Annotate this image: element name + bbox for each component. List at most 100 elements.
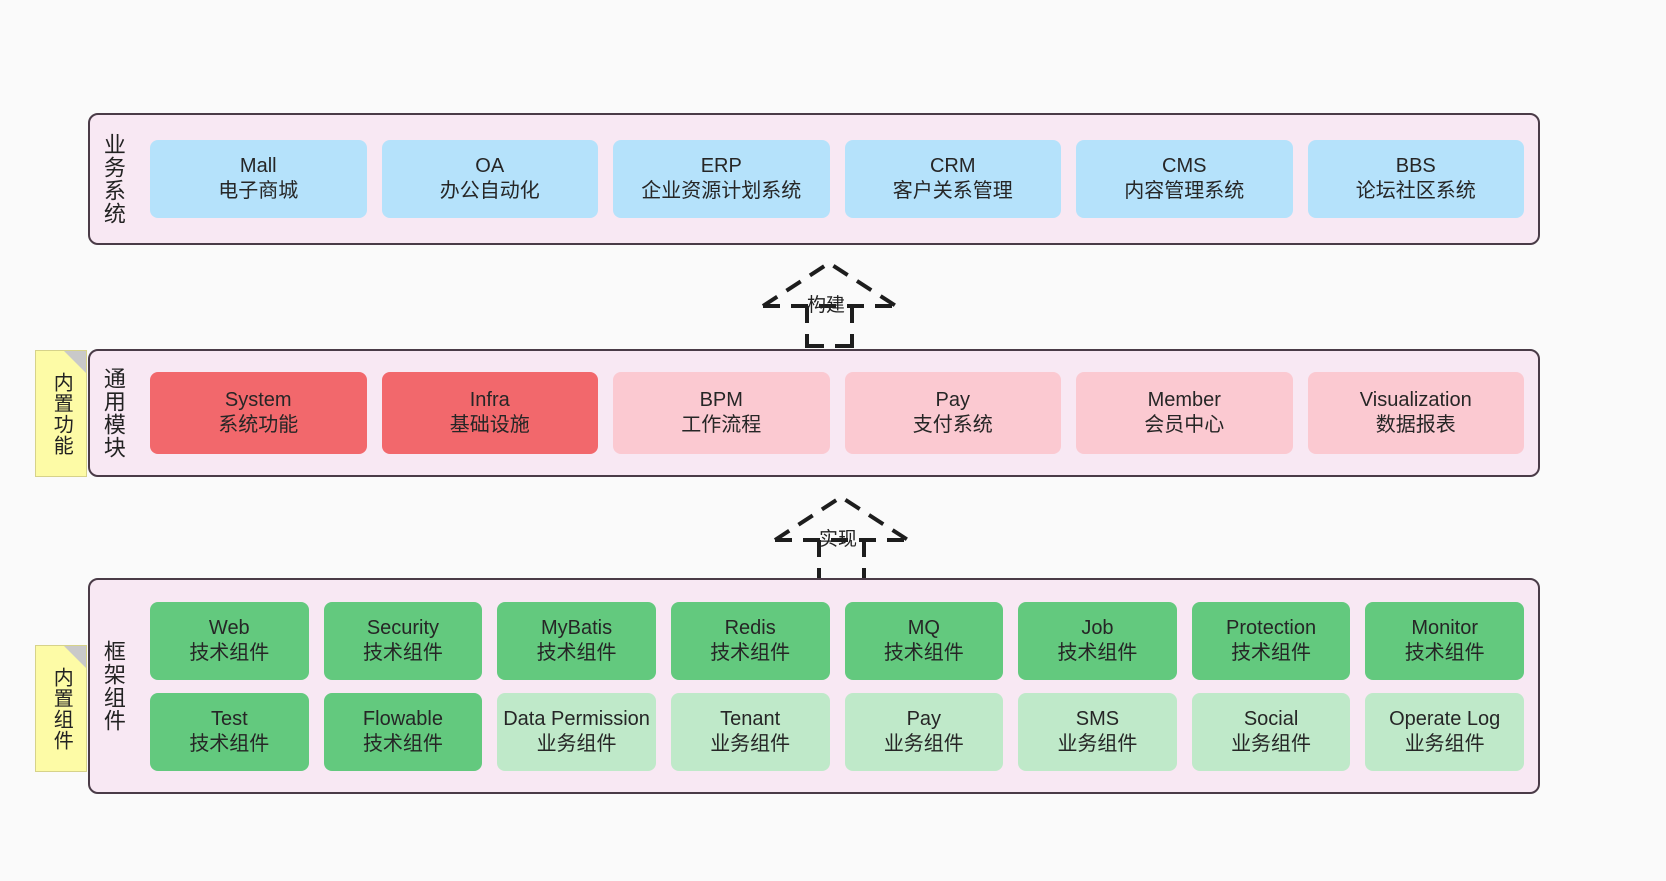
- note-label: 内置组件: [50, 666, 73, 751]
- card-subtitle: 技术组件: [189, 641, 270, 664]
- card-subtitle: 业务组件: [1231, 732, 1312, 755]
- card-sms[interactable]: SMS 业务组件: [1018, 692, 1177, 771]
- card-title: BBS: [1395, 155, 1436, 177]
- card-subtitle: 技术组件: [1231, 641, 1312, 664]
- card-subtitle: 数据报表: [1375, 414, 1456, 436]
- card-subtitle: 技术组件: [362, 732, 443, 755]
- card-subtitle: 技术组件: [189, 732, 270, 755]
- card-subtitle: 业务组件: [1057, 732, 1138, 755]
- card-subtitle: 技术组件: [1404, 641, 1485, 664]
- card-title: BPM: [699, 389, 743, 411]
- layer-body-business-systems: Mall 电子商城 OA 办公自动化 ERP 企业资源计划系统 CRM 客户关系…: [136, 115, 1538, 243]
- card-subtitle: 论坛社区系统: [1355, 180, 1476, 202]
- card-title: Mall: [239, 155, 277, 177]
- card-subtitle: 企业资源计划系统: [641, 180, 802, 202]
- card-subtitle: 工作流程: [681, 414, 762, 436]
- layer-business-systems: 业务系统 Mall 电子商城 OA 办公自动化 ERP 企业资源计划系统 CRM…: [88, 113, 1540, 245]
- card-web[interactable]: Web 技术组件: [150, 601, 309, 680]
- card-monitor[interactable]: Monitor 技术组件: [1365, 601, 1524, 680]
- card-mq[interactable]: MQ 技术组件: [844, 601, 1004, 680]
- card-subtitle: 客户关系管理: [892, 180, 1013, 202]
- card-title: CRM: [929, 155, 976, 177]
- card-title: Protection: [1226, 616, 1317, 639]
- note-fold-corner-icon: [64, 351, 86, 373]
- card-title: Operate Log: [1389, 707, 1501, 730]
- card-title: Redis: [724, 616, 776, 639]
- card-mybatis[interactable]: MyBatis 技术组件: [497, 601, 656, 680]
- card-erp[interactable]: ERP 企业资源计划系统: [613, 140, 830, 218]
- card-flowable[interactable]: Flowable 技术组件: [323, 692, 483, 771]
- note-built-in-features: 内置功能: [35, 350, 87, 477]
- framework-row-business: Test 技术组件 Flowable 技术组件 Data Permission …: [150, 692, 1524, 771]
- card-subtitle: 业务组件: [1404, 732, 1485, 755]
- layer-body-common-modules: System 系统功能 Infra 基础设施 BPM 工作流程 Pay 支付系统…: [136, 351, 1538, 475]
- card-title: Monitor: [1411, 616, 1479, 639]
- card-subtitle: 业务组件: [536, 732, 617, 755]
- card-bbs[interactable]: BBS 论坛社区系统: [1307, 140, 1524, 218]
- connector-build: 构建: [760, 258, 900, 348]
- card-test[interactable]: Test 技术组件: [150, 692, 309, 771]
- card-title: Test: [210, 707, 248, 730]
- card-crm[interactable]: CRM 客户关系管理: [844, 140, 1061, 218]
- card-infra[interactable]: Infra 基础设施: [381, 372, 598, 454]
- card-subtitle: 系统功能: [218, 414, 299, 436]
- card-title: Social: [1243, 707, 1299, 730]
- card-title: Web: [208, 616, 250, 639]
- card-pay[interactable]: Pay 支付系统: [844, 372, 1061, 454]
- connector-implement: 实现: [772, 492, 912, 582]
- card-subtitle: 技术组件: [1057, 641, 1138, 664]
- card-system[interactable]: System 系统功能: [150, 372, 367, 454]
- card-subtitle: 内容管理系统: [1124, 180, 1245, 202]
- card-social[interactable]: Social 业务组件: [1191, 692, 1351, 771]
- card-job[interactable]: Job 技术组件: [1018, 601, 1177, 680]
- layer-common-modules: 通用模块 System 系统功能 Infra 基础设施 BPM 工作流程 Pay…: [88, 349, 1540, 477]
- card-title: Visualization: [1359, 389, 1472, 411]
- card-subtitle: 基础设施: [449, 414, 530, 436]
- note-fold-corner-icon: [64, 646, 86, 668]
- card-protection[interactable]: Protection 技术组件: [1191, 601, 1351, 680]
- card-subtitle: 支付系统: [912, 414, 993, 436]
- card-subtitle: 办公自动化: [439, 180, 540, 202]
- card-title: Pay: [906, 707, 942, 730]
- card-title: ERP: [700, 155, 742, 177]
- card-security[interactable]: Security 技术组件: [323, 601, 483, 680]
- card-subtitle: 技术组件: [362, 641, 443, 664]
- card-title: MQ: [907, 616, 940, 639]
- card-title: Infra: [469, 389, 510, 411]
- card-cms[interactable]: CMS 内容管理系统: [1076, 140, 1293, 218]
- card-visualization[interactable]: Visualization 数据报表: [1307, 372, 1524, 454]
- card-title: System: [224, 389, 292, 411]
- card-subtitle: 业务组件: [883, 732, 964, 755]
- card-title: Flowable: [362, 707, 443, 730]
- layer-body-framework-components: Web 技术组件 Security 技术组件 MyBatis 技术组件 Redi…: [136, 580, 1538, 792]
- connector-build-label: 构建: [807, 295, 846, 316]
- connector-build-icon: [761, 260, 898, 348]
- card-subtitle: 技术组件: [883, 641, 964, 664]
- card-subtitle: 电子商城: [218, 180, 299, 202]
- note-label: 内置功能: [50, 371, 73, 456]
- card-title: OA: [475, 155, 505, 177]
- card-title: Data Permission: [503, 707, 650, 730]
- connector-implement-label: 实现: [819, 529, 858, 550]
- card-data-permission[interactable]: Data Permission 业务组件: [497, 692, 656, 771]
- card-title: Tenant: [720, 707, 781, 730]
- card-title: SMS: [1075, 707, 1120, 730]
- card-subtitle: 会员中心: [1144, 414, 1225, 436]
- card-title: Security: [366, 616, 440, 639]
- note-built-in-components: 内置组件: [35, 645, 87, 772]
- card-operate-log[interactable]: Operate Log 业务组件: [1365, 692, 1524, 771]
- layer-title-framework-components: 框架组件: [100, 640, 126, 732]
- card-redis[interactable]: Redis 技术组件: [670, 601, 830, 680]
- card-subtitle: 技术组件: [710, 641, 791, 664]
- card-oa[interactable]: OA 办公自动化: [381, 140, 598, 218]
- card-pay-business[interactable]: Pay 业务组件: [844, 692, 1004, 771]
- layer-framework-components: 框架组件 Web 技术组件 Security 技术组件 MyBatis 技术组件…: [88, 578, 1540, 794]
- card-member[interactable]: Member 会员中心: [1076, 372, 1293, 454]
- card-title: Member: [1147, 389, 1221, 411]
- card-title: Pay: [935, 389, 970, 411]
- card-title: CMS: [1162, 155, 1207, 177]
- card-tenant[interactable]: Tenant 业务组件: [670, 692, 830, 771]
- card-title: MyBatis: [541, 616, 613, 639]
- card-mall[interactable]: Mall 电子商城: [150, 140, 367, 218]
- card-bpm[interactable]: BPM 工作流程: [613, 372, 830, 454]
